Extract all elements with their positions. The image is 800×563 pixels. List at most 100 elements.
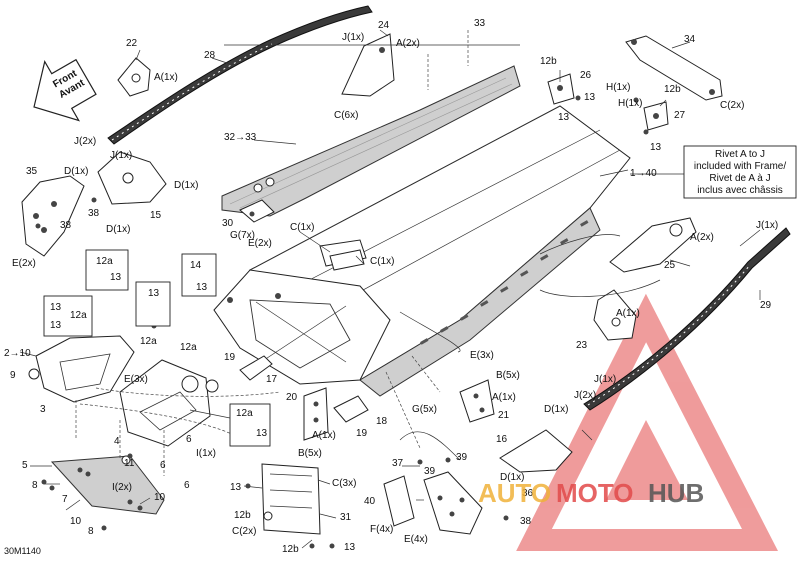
- callout: 13: [344, 542, 356, 553]
- part-24-bracket: [341, 33, 395, 97]
- callout: D(1x): [544, 404, 568, 415]
- callout: J(2x): [574, 390, 596, 401]
- watermark-text: AUTO MOTO HUB: [478, 478, 704, 508]
- callout: 29: [760, 300, 772, 311]
- part-17-bracket: [239, 355, 273, 381]
- callout: 25: [664, 260, 676, 271]
- callout: I(1x): [196, 448, 216, 459]
- rivet-note: Rivet A to J included with Frame/ Rivet …: [683, 145, 797, 199]
- callout: C(2x): [232, 526, 256, 537]
- callout: 4: [114, 436, 120, 447]
- callout: 13: [558, 112, 570, 123]
- callout: 16: [496, 434, 508, 445]
- callout: 12a: [236, 408, 253, 419]
- part-3-front-bumper-bracket: [28, 335, 135, 403]
- callout: F(4x): [370, 524, 393, 535]
- watermark-moto: MOTO: [556, 478, 634, 508]
- callout: H(1x): [618, 98, 642, 109]
- diagram-code: 30M1140: [4, 546, 41, 556]
- callout: 13: [50, 320, 62, 331]
- callout: 14: [190, 260, 202, 271]
- callout: 13: [584, 92, 596, 103]
- callout: D(1x): [106, 224, 130, 235]
- part-30-bracket: [239, 199, 275, 223]
- callout: J(1x): [594, 374, 616, 385]
- callout: B(5x): [298, 448, 322, 459]
- part-20-bracket: [303, 387, 329, 441]
- callout: 6: [186, 434, 192, 445]
- callout: E(2x): [248, 238, 272, 249]
- note-line-3: Rivet de A à J: [709, 173, 770, 184]
- callout: 24: [378, 20, 390, 31]
- callout: 12b: [540, 56, 557, 67]
- callout: 13: [50, 302, 62, 313]
- callout: 36: [522, 488, 534, 499]
- callout: J(1x): [756, 220, 778, 231]
- inset-boxes: [43, 249, 271, 447]
- callout: 12b: [664, 84, 681, 95]
- callout: H(1x): [606, 82, 630, 93]
- callout: D(1x): [174, 180, 198, 191]
- callout: G(5x): [412, 404, 437, 415]
- callout: 39: [456, 452, 468, 463]
- callout-labels: 22 28 24 33 34 A(1x) J(1x) A(2x) C(6x) 1…: [4, 18, 778, 556]
- callout: 12a: [70, 310, 87, 321]
- callout: 23: [576, 340, 588, 351]
- callout: C(2x): [720, 100, 744, 111]
- callout: 18: [376, 416, 388, 427]
- callout: 39: [424, 466, 436, 477]
- callout: A(1x): [154, 72, 178, 83]
- note-line-4: inclus avec châssis: [697, 185, 783, 196]
- callout: 12a: [180, 342, 197, 353]
- callout: 19: [224, 352, 236, 363]
- callout: C(3x): [332, 478, 356, 489]
- part-18-bracket: [333, 395, 369, 423]
- note-line-2: included with Frame/: [694, 161, 786, 172]
- part-16-bracket: [499, 429, 573, 473]
- callout: 12b: [282, 544, 299, 555]
- callout: 19: [356, 428, 368, 439]
- part-23-bracket: [593, 289, 637, 341]
- callout: 17: [266, 374, 278, 385]
- callout: 34: [684, 34, 696, 45]
- callout: 35: [26, 166, 38, 177]
- callout: 37: [392, 458, 404, 469]
- watermark-logo: [516, 293, 779, 551]
- callout: 28: [204, 50, 216, 61]
- part-27-bracket: [643, 101, 669, 131]
- part-29-rail: [583, 227, 791, 411]
- callout: 2→10: [4, 348, 31, 359]
- part-21-bracket: [459, 379, 495, 423]
- callout: 26: [580, 70, 592, 81]
- callout: 12a: [96, 256, 113, 267]
- watermark-auto: AUTO: [478, 478, 551, 508]
- callout: 21: [498, 410, 510, 421]
- callout: 13: [196, 282, 208, 293]
- front-arrow-icon: Front Avant: [33, 58, 97, 122]
- callout: 6: [160, 460, 166, 471]
- callout: A(2x): [396, 38, 420, 49]
- part-25-bracket: [609, 217, 697, 273]
- callout: I(2x): [112, 482, 132, 493]
- part-26-bracket: [547, 73, 575, 105]
- callout: 38: [520, 516, 532, 527]
- callout: 40: [364, 496, 376, 507]
- callout: 38: [60, 220, 72, 231]
- callout: 38: [88, 208, 100, 219]
- callout: A(2x): [690, 232, 714, 243]
- callout: 9: [10, 370, 16, 381]
- callout: 11: [124, 458, 135, 469]
- callout: 30: [222, 218, 234, 229]
- callout: J(1x): [110, 150, 132, 161]
- callout: 33: [474, 18, 486, 29]
- callout: 8: [32, 480, 38, 491]
- callout: 8: [88, 526, 94, 537]
- part-15-shock-mount: [97, 151, 167, 205]
- callout: 32→33: [224, 132, 257, 143]
- callout: 10: [154, 492, 166, 503]
- frame-slots: [420, 220, 589, 345]
- callout: 13: [230, 482, 242, 493]
- front-bulkhead: [213, 269, 391, 385]
